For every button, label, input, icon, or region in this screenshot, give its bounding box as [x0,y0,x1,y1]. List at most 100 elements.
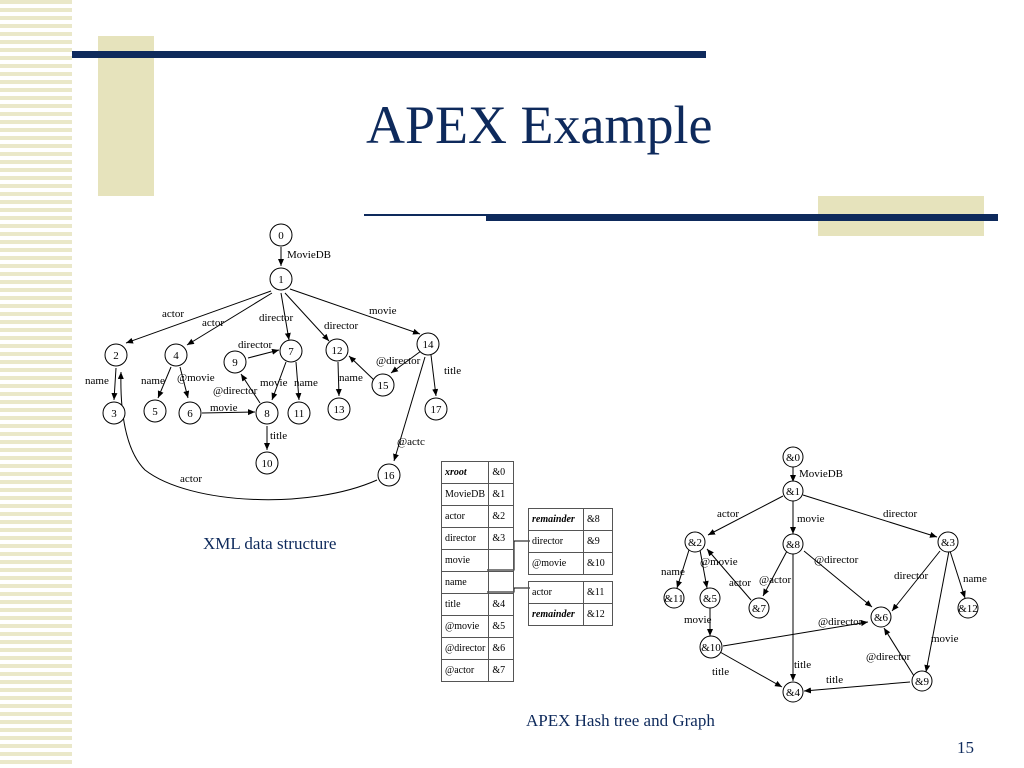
table-row: actor&2 [440,505,515,528]
apex-node-1 [782,480,804,502]
apex-node-4 [782,681,804,703]
xml-node-label: 11 [294,408,305,420]
caption-apex-hash-tree: APEX Hash tree and Graph [526,711,715,730]
xml-edge-label: @director [213,385,258,397]
xml-edge-label: actor [180,473,202,485]
xml-node-10 [255,451,279,475]
apex-edge-label: actor [717,508,739,520]
apex-edge-label: actor [729,577,751,589]
xml-node-14 [416,332,440,356]
title-rule-top [72,51,706,58]
apex-node-label: &7 [752,603,767,615]
xml-node-1 [269,267,293,291]
xml-node-0 [269,223,293,247]
xml-node-9 [223,350,247,374]
apex-edge-label: @movie [700,556,738,568]
xml-edge-label: @movie [177,372,215,384]
xml-edge-label: name [141,375,165,387]
table-row: name [440,571,515,594]
apex-edge-label: director [894,570,929,582]
decorative-block-top [98,36,154,196]
table-row: movie [440,549,515,572]
xml-node-label: 12 [332,345,343,357]
slide-title: APEX Example [366,95,713,155]
table-row: actor&11 [528,581,613,604]
xml-node-7 [279,339,303,363]
xml-node-label: 6 [187,408,193,420]
hash-table-name: actor&11 remainder&12 [528,581,613,626]
apex-node-label: &1 [786,486,800,498]
xml-node-11 [287,401,311,425]
apex-node-label: &9 [915,676,930,688]
table-row: @director&6 [440,637,515,660]
apex-edge-label: movie [931,633,959,645]
table-row: @movie&10 [528,552,613,575]
apex-node-label: &6 [874,612,889,624]
apex-edge-label: @director [866,651,911,663]
xml-node-15 [371,373,395,397]
xml-edge-label: director [324,320,359,332]
table-row: director&3 [440,527,515,550]
xml-edge-label: name [85,375,109,387]
apex-node-5 [699,587,721,609]
apex-edge-label: title [712,666,729,678]
apex-node-label: &4 [786,687,801,699]
xml-node-13 [327,397,351,421]
apex-node-8 [782,533,804,555]
hash-table-movie: remainder&8 director&9 @movie&10 [528,508,613,575]
xml-node-label: 2 [113,350,119,362]
apex-node-label: &11 [664,593,683,605]
xml-edge-label: MovieDB [287,249,331,261]
apex-edge-label: @director [814,554,859,566]
xml-node-8 [255,401,279,425]
xml-edge-label: @director [376,355,421,367]
xml-node-4 [164,343,188,367]
xml-node-label: 5 [152,406,158,418]
apex-node-label: &8 [786,539,801,551]
xml-node-2 [104,343,128,367]
xml-node-label: 1 [278,274,284,286]
xml-node-6 [178,401,202,425]
decorative-stripes [0,0,72,768]
xml-node-label: 16 [384,470,396,482]
apex-node-label: &12 [958,603,978,615]
xml-edge-label: actor [162,308,184,320]
xml-node-16 [377,463,401,487]
apex-edge-label: movie [797,513,825,525]
xml-edge-label: actor [202,317,224,329]
xml-edge-label: title [270,430,287,442]
xml-node-label: 9 [232,357,238,369]
table-row: MovieDB&1 [440,483,515,506]
xml-edge-label: movie [260,377,288,389]
xml-edge-label: movie [210,402,238,414]
apex-node-7 [748,597,770,619]
title-rule-thin [364,214,486,216]
apex-node-11 [663,587,685,609]
xml-node-5 [143,399,167,423]
page-number: 15 [957,738,974,757]
hash-table-main: xroot&0 MovieDB&1 actor&2 director&3 mov… [440,461,515,682]
xml-node-3 [102,401,126,425]
table-row: remainder&12 [528,603,613,626]
apex-node-10 [699,635,723,659]
xml-node-label: 3 [111,408,117,420]
apex-node-3 [937,531,959,553]
apex-edge-label: @actor [759,574,791,586]
table-row: xroot&0 [440,461,515,484]
table-row: @movie&5 [440,615,515,638]
apex-edge-label: title [826,674,843,686]
xml-node-label: 7 [288,346,294,358]
apex-edge-label: title [794,659,811,671]
xml-node-label: 0 [278,230,284,242]
xml-node-label: 17 [431,404,443,416]
apex-node-12 [957,597,979,619]
xml-edge-label: director [238,339,273,351]
xml-node-label: 4 [173,350,179,362]
apex-edge-label: name [963,573,987,585]
xml-edge-label: @actc [397,436,425,448]
title-rule-bottom [486,214,998,221]
xml-node-label: 14 [423,339,435,351]
apex-edge-label: MovieDB [799,468,843,480]
table-row: title&4 [440,593,515,616]
xml-edge-label: name [339,372,363,384]
